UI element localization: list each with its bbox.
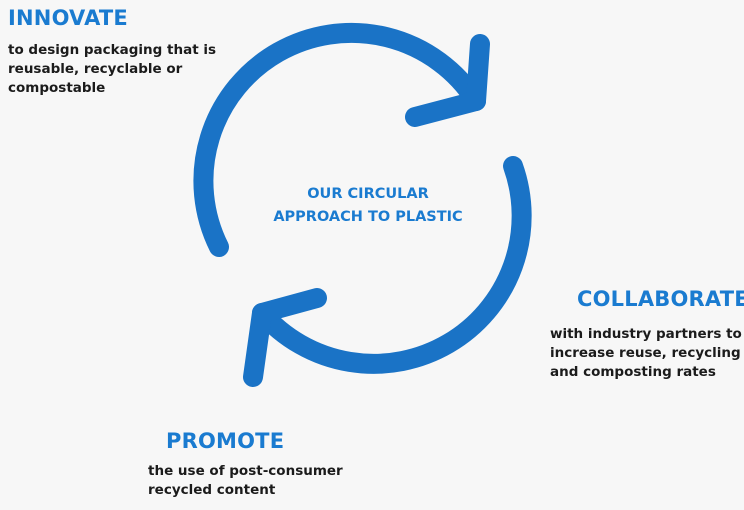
- collaborate-line-1: with industry partners to: [550, 326, 742, 342]
- collaborate-line-3: and composting rates: [550, 364, 716, 380]
- center-title: OUR CIRCULAR APPROACH TO PLASTIC: [255, 183, 481, 229]
- promote-description: the use of post-consumer recycled conten…: [148, 462, 343, 500]
- lower-arc-arrow: [252, 156, 532, 374]
- center-title-line-1: OUR CIRCULAR: [307, 186, 429, 202]
- collaborate-heading: COLLABORATE: [577, 287, 744, 311]
- upper-arrowhead: [405, 34, 490, 127]
- lower-arrowhead: [243, 288, 327, 387]
- center-title-line-2: APPROACH TO PLASTIC: [273, 209, 463, 225]
- innovate-line-3: compostable: [8, 80, 106, 96]
- innovate-line-1: to design packaging that is: [8, 42, 217, 58]
- innovate-heading: INNOVATE: [8, 6, 128, 30]
- collaborate-description: with industry partners to increase reuse…: [550, 325, 742, 382]
- innovate-line-2: reusable, recyclable or: [8, 61, 183, 77]
- promote-line-2: recycled content: [148, 482, 276, 498]
- promote-line-1: the use of post-consumer: [148, 463, 343, 479]
- upper-arc-arrow: [193, 22, 486, 257]
- collaborate-line-2: increase reuse, recycling: [550, 345, 741, 361]
- promote-heading: PROMOTE: [166, 429, 285, 453]
- innovate-description: to design packaging that is reusable, re…: [8, 41, 216, 98]
